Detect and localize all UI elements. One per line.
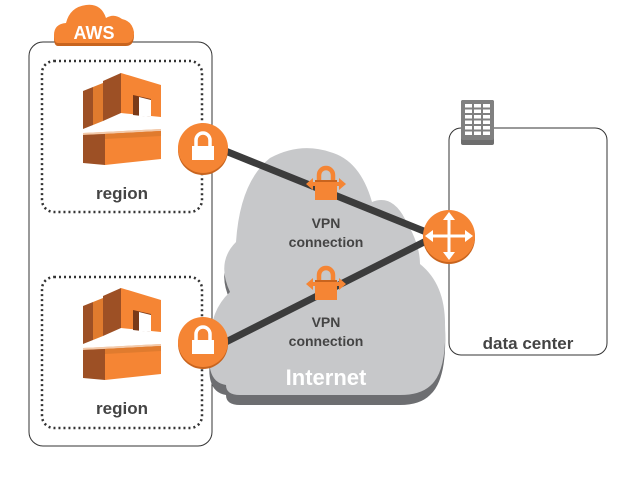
building-window [483, 109, 490, 113]
lock-icon [176, 315, 230, 371]
building-window [474, 109, 481, 113]
building-window [483, 115, 490, 119]
cloud-icon [54, 4, 134, 46]
building-window [465, 131, 472, 135]
vpn-label-line1: VPN [312, 215, 341, 231]
building-window [483, 126, 490, 130]
building-window [474, 126, 481, 130]
vpn-connection: VPN connection [289, 268, 364, 349]
building-window [483, 120, 490, 124]
aws-label: AWS [73, 23, 114, 43]
building-icon [461, 100, 494, 145]
region-label: region [96, 184, 148, 203]
building-window [465, 120, 472, 124]
building-window [465, 109, 472, 113]
building-window [483, 131, 490, 135]
vpn-label-line1: VPN [312, 314, 341, 330]
data-center-label: data center [483, 334, 574, 353]
region-icon [83, 73, 161, 165]
aws-badge: AWS [54, 4, 134, 46]
building-window [465, 104, 472, 108]
vpn-label-line2: connection [289, 333, 364, 349]
internet-cloud: Internet [209, 148, 446, 405]
building-window [474, 115, 481, 119]
building-window [465, 115, 472, 119]
region-label: region [96, 399, 148, 418]
building-window [483, 104, 490, 108]
building-window [474, 131, 481, 135]
building-window [474, 104, 481, 108]
building-window [465, 126, 472, 130]
internet-label: Internet [286, 365, 367, 390]
vpn-label-line2: connection [289, 234, 364, 250]
building-window [474, 120, 481, 124]
router-icon [423, 210, 475, 264]
region-icon [83, 288, 161, 380]
region-box: region [40, 275, 204, 430]
lock-icon [176, 121, 230, 177]
region-box: region [40, 59, 204, 214]
vpn-connection: VPN connection [289, 168, 364, 250]
